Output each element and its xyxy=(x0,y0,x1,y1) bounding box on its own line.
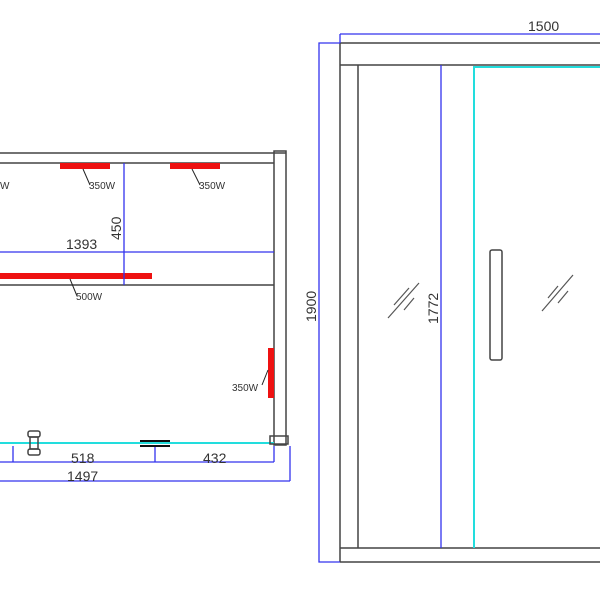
glass-door xyxy=(473,66,600,548)
heater-350w-side xyxy=(268,348,274,398)
dim-1772: 1772 xyxy=(425,293,441,324)
leader-line xyxy=(261,369,269,386)
plan-right-wall xyxy=(273,150,287,446)
heater-label: 350W xyxy=(89,181,116,192)
leader-line xyxy=(82,168,91,186)
dim-line-1900 xyxy=(318,42,340,563)
door-handle[interactable] xyxy=(489,249,503,361)
heater-label: 500W xyxy=(76,292,103,303)
heater-label: 350W xyxy=(232,383,259,394)
dim-518: 518 xyxy=(71,450,95,466)
door-seal-icon xyxy=(140,440,170,447)
dim-1393: 1393 xyxy=(66,236,97,252)
dim-432: 432 xyxy=(203,450,227,466)
heater-350w-1 xyxy=(60,163,110,169)
dim-1900: 1900 xyxy=(303,291,319,322)
heater-label: W xyxy=(0,181,10,192)
dim-450: 450 xyxy=(108,216,124,240)
door-hinge-icon xyxy=(27,430,41,456)
glass-hatch-icon xyxy=(387,274,574,319)
front-view: 1500 1900 1772 xyxy=(303,18,600,563)
corner-post xyxy=(269,435,289,445)
dim-1497: 1497 xyxy=(67,468,98,484)
heater-350w-2 xyxy=(170,163,220,169)
plan-view: W 350W 350W 500W 350W 1393 450 518 432 1… xyxy=(0,150,291,484)
heater-label: 350W xyxy=(199,181,226,192)
dim-1500: 1500 xyxy=(528,18,559,34)
heater-500w xyxy=(0,273,152,279)
leader-line xyxy=(69,278,78,297)
leader-line xyxy=(191,168,201,186)
